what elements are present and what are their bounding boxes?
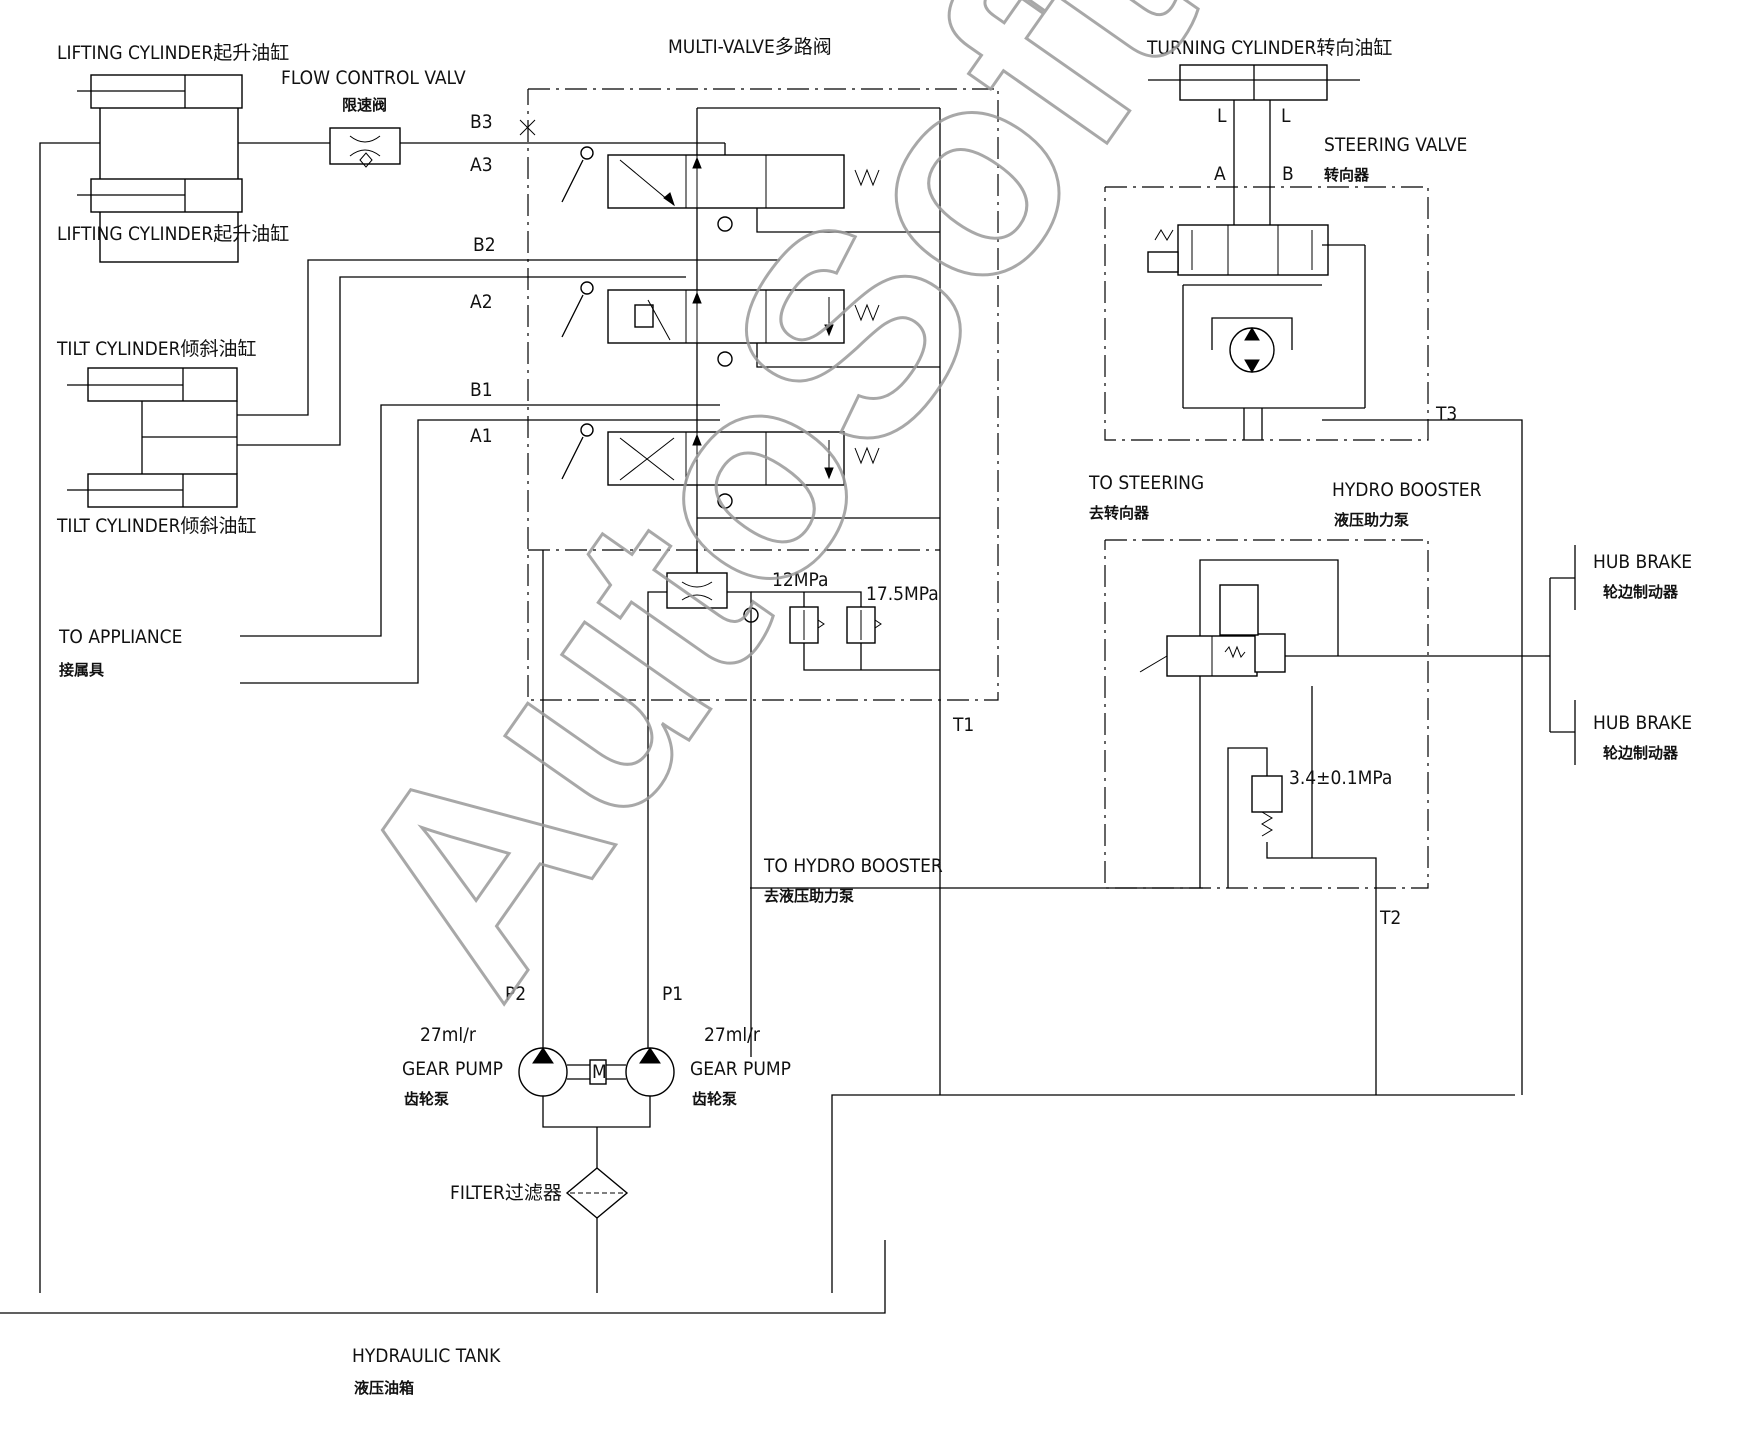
port-p2: P2	[505, 983, 526, 1005]
hub-brake-2-label: HUB BRAKE	[1593, 712, 1692, 734]
pump-right-flow-label: 27ml/r	[704, 1024, 761, 1046]
pump-right-cn-label: 齿轮泵	[692, 1090, 737, 1108]
port-t3: T3	[1435, 403, 1457, 425]
port-b2: B2	[473, 234, 496, 256]
turning-cylinder-label: TURNING CYLINDER转向油缸	[1146, 37, 1392, 59]
flow-control-valve	[329, 127, 725, 168]
pump-group	[0, 550, 1515, 1314]
hydro-booster	[1104, 539, 1545, 1095]
relief-12-label: 12MPa	[772, 569, 828, 591]
port-l2: L	[1281, 105, 1291, 127]
hub-brake-1-cn-label: 轮边制动器	[1603, 583, 1679, 601]
lifting-cylinders	[39, 74, 330, 1293]
multi-valve-label: MULTI-VALVE多路阀	[668, 36, 832, 58]
pump-left-cn-label: 齿轮泵	[404, 1090, 449, 1108]
lifting-cylinder-bottom-label: LIFTING CYLINDER起升油缸	[57, 223, 289, 245]
hydraulic-tank-label: HYDRAULIC TANK	[352, 1345, 501, 1367]
steering-valve	[1104, 186, 1523, 1095]
port-l1: L	[1217, 105, 1227, 127]
port-b1: B1	[470, 379, 493, 401]
port-a3: A3	[470, 154, 493, 176]
filter-label: FILTER过滤器	[450, 1182, 562, 1204]
relief-17-label: 17.5MPa	[866, 583, 939, 605]
to-appliance-cn-label: 接属具	[59, 661, 104, 679]
to-steering-cn-label: 去转向器	[1089, 504, 1150, 522]
to-steering-label: TO STEERING	[1088, 472, 1204, 494]
hub-brakes	[1545, 545, 1576, 765]
port-t1: T1	[952, 714, 974, 736]
to-appliance-label: TO APPLIANCE	[58, 626, 182, 648]
port-a2: A2	[470, 291, 493, 313]
hub-brake-1-label: HUB BRAKE	[1593, 551, 1692, 573]
tilt-cylinders	[67, 259, 780, 508]
hub-brake-2-cn-label: 轮边制动器	[1603, 744, 1679, 762]
hydro-booster-cn-label: 液压助力泵	[1334, 511, 1409, 529]
turning-cylinder	[1148, 64, 1360, 225]
motor-label: M	[592, 1061, 607, 1083]
steering-valve-cn-label: 转向器	[1324, 166, 1370, 184]
flow-control-cn-label: 限速阀	[342, 96, 387, 114]
multi-valve	[519, 88, 1203, 1095]
port-b: B	[1282, 163, 1294, 185]
pump-left-flow-label: 27ml/r	[420, 1024, 477, 1046]
pump-left-name-label: GEAR PUMP	[402, 1058, 503, 1080]
relief-34-label: 3.4±0.1MPa	[1289, 767, 1392, 789]
port-labels: B3 A3 B2 A2 B1 A1 A B L L T1 T2 T3 P1 P2	[470, 105, 1457, 1005]
pump-right-name-label: GEAR PUMP	[690, 1058, 791, 1080]
lifting-cylinder-top-label: LIFTING CYLINDER起升油缸	[57, 42, 289, 64]
tilt-cylinder-top-label: TILT CYLINDER倾斜油缸	[56, 338, 256, 360]
diagram-labels: LIFTING CYLINDER起升油缸 LIFTING CYLINDER起升油…	[56, 36, 1692, 1397]
port-b3: B3	[470, 111, 493, 133]
port-a1: A1	[470, 425, 493, 447]
to-hydro-booster-cn-label: 去液压助力泵	[764, 887, 854, 905]
to-hydro-booster-label: TO HYDRO BOOSTER	[763, 855, 943, 877]
hydro-booster-label: HYDRO BOOSTER	[1332, 479, 1482, 501]
port-a: A	[1214, 163, 1226, 185]
steering-valve-label: STEERING VALVE	[1324, 134, 1467, 156]
tilt-cylinder-bottom-label: TILT CYLINDER倾斜油缸	[56, 515, 256, 537]
flow-control-label: FLOW CONTROL VALV	[281, 67, 466, 89]
port-t2: T2	[1379, 907, 1401, 929]
appliance-lines	[240, 404, 720, 684]
port-p1: P1	[662, 983, 683, 1005]
hydraulic-tank-cn-label: 液压油箱	[354, 1379, 414, 1397]
